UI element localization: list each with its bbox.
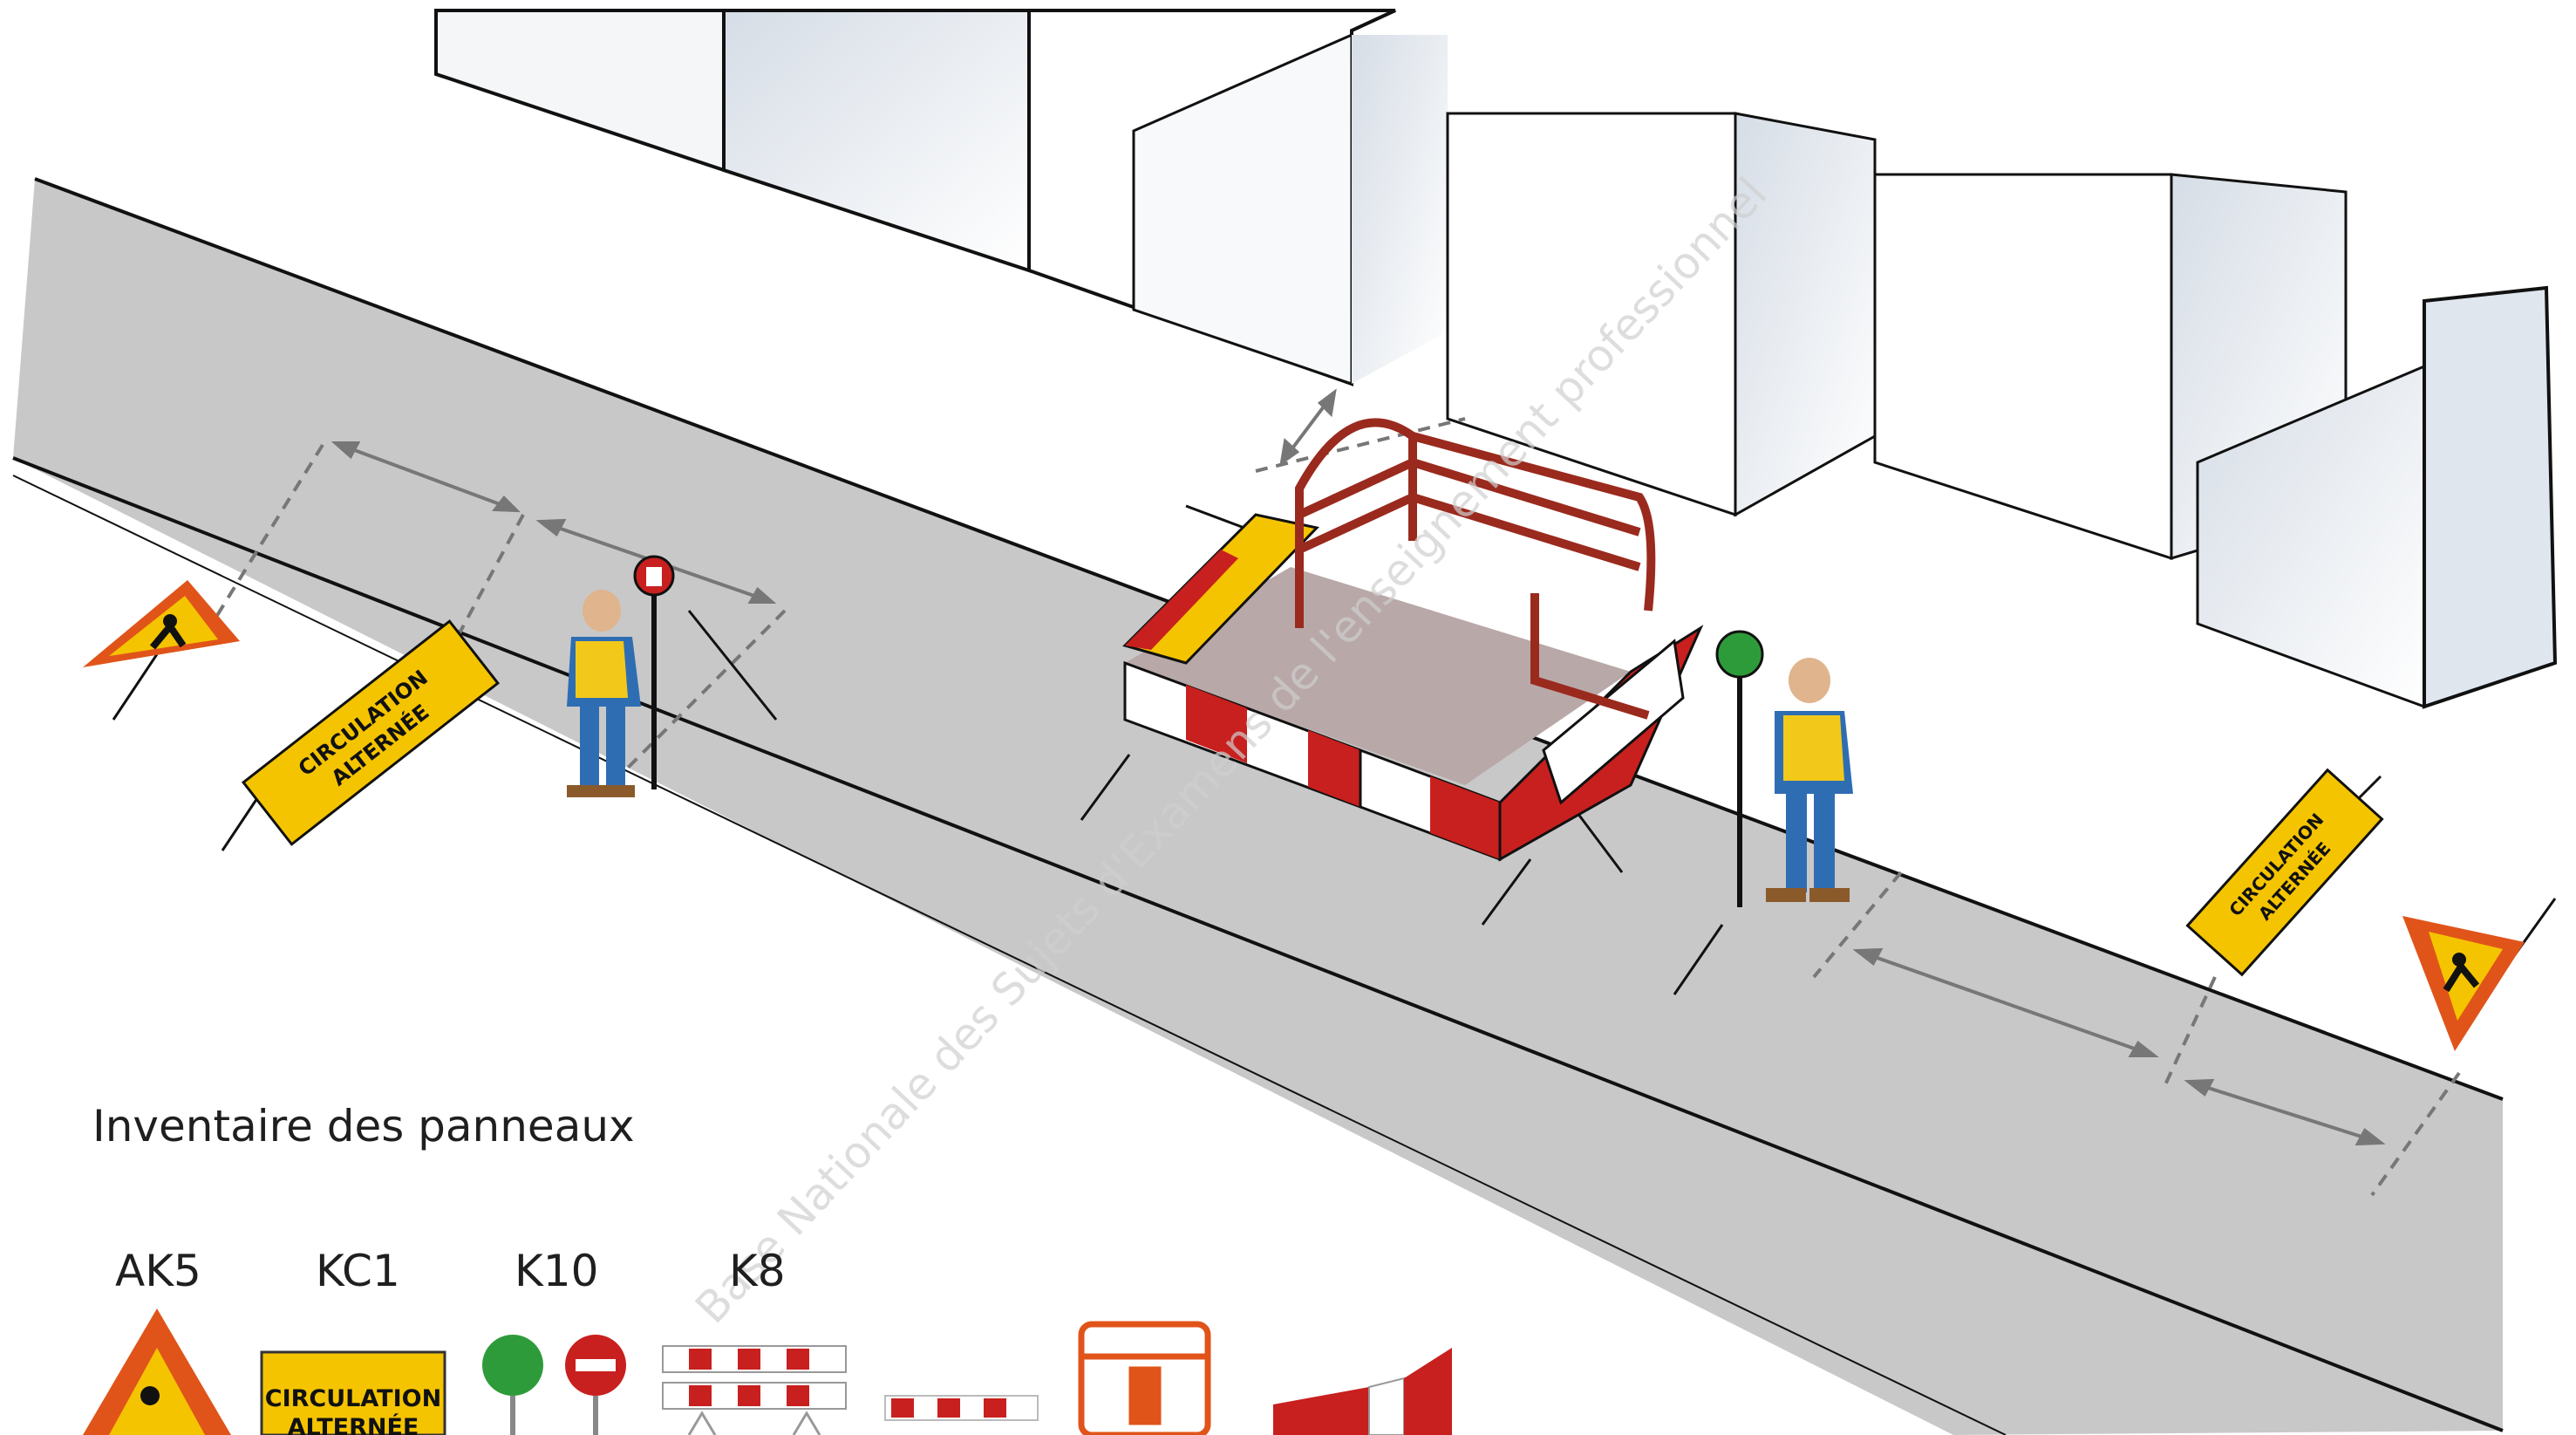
dimension-arrows (208, 388, 2461, 1197)
inventory-code-k8: K8 (729, 1246, 786, 1296)
inv-kc1-line2: ALTERNÉE (288, 1413, 419, 1435)
ak5-roadworks-sign-icon (83, 580, 240, 667)
kc1-circulation-alternee-sign-icon: CIRCULATION ALTERNÉE (241, 619, 501, 846)
worksite-barriers (1122, 418, 1704, 862)
kc1-circulation-alternee-sign-right-icon: CIRCULATION ALTERNÉE (2185, 768, 2384, 977)
inv-kc1-sign-icon: CIRCULATION ALTERNÉE (260, 1350, 446, 1435)
inv-k10-red-disc-icon (565, 1335, 626, 1435)
worker-right (1715, 630, 1853, 907)
inventory-title: Inventaire des panneaux (92, 1101, 635, 1151)
inv-kc1-line1: CIRCULATION (265, 1385, 441, 1412)
inv-k10-green-disc-icon (482, 1335, 543, 1435)
inventory-code-ak5: AK5 (115, 1246, 201, 1296)
ak5-roadworks-sign-right-icon (2402, 916, 2525, 1051)
inventory-code-k10: K10 (515, 1246, 599, 1296)
inv-ak5-sign-icon (83, 1309, 231, 1435)
inv-ribbon-barrier-icon (884, 1395, 1039, 1421)
inventory-code-kc1: KC1 (316, 1246, 400, 1296)
buildings (434, 9, 2558, 709)
inv-water-barrier-icon (1273, 1348, 1452, 1435)
inv-k8-barrier-icon (662, 1345, 847, 1435)
inventory-icons: CIRCULATION ALTERNÉE (83, 1309, 1452, 1435)
worker-left (567, 555, 675, 797)
inv-fence-barrier-icon (1078, 1321, 1211, 1435)
